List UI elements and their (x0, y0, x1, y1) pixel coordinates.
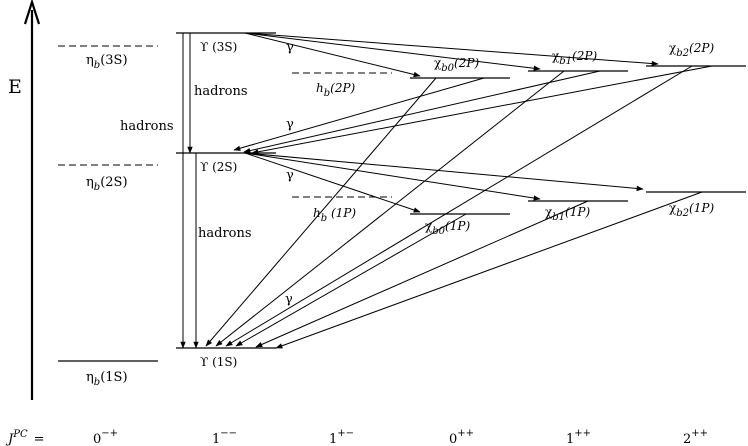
gamma-3s-to-chi-b0-2p (244, 32, 421, 78)
chi-b2-1p-label: χb2(1P) (669, 201, 714, 219)
jpc-value-0-plus-plus: 0++ (449, 428, 474, 446)
eta-b-1s-label: ηb(1S) (86, 370, 128, 388)
gamma-chi-b0-2p-to-2s (233, 77, 485, 151)
eta-b-3s-label: ηb(3S) (86, 53, 128, 71)
jpc-axis-label: JPC= (5, 429, 45, 446)
gamma-label-1p-1s: γ (285, 292, 293, 307)
gamma-chi-b2-1p-to-1s (275, 191, 703, 349)
jpc-value-1-plus-plus: 1++ (566, 428, 591, 446)
gamma-chi-b2-2p-to-1s (225, 65, 693, 347)
h-b-1p-label: hb (1P) (313, 206, 356, 224)
hadrons-label-3s-2s: hadrons (120, 119, 174, 134)
gamma-3s-to-chi-b2-2p (244, 32, 659, 67)
gamma-chi-b0-1p-to-1s (235, 213, 467, 347)
energy-axis-arrowhead (23, 0, 41, 25)
gamma-label-2p-2s: γ (286, 117, 294, 132)
jpc-value-1-minus-minus: 1−− (212, 428, 237, 446)
gamma-chi-b1-2p-to-1s (215, 70, 565, 347)
energy-axis-label: E (8, 76, 22, 98)
gamma-chi-b1-2p-to-2s (243, 70, 601, 154)
gamma-label-3s-2p: γ (286, 40, 294, 55)
chi-b2-2p-label: χb2(2P) (669, 41, 714, 59)
chi-b1-1p-label: χb1(1P) (545, 205, 590, 223)
h-b-2p-label: hb(2P) (316, 81, 356, 99)
gamma-chi-b2-2p-to-2s (251, 65, 713, 155)
eta-b-2s-label: ηb(2S) (86, 175, 128, 193)
chi-b0-1p-label: χb0(1P) (425, 219, 470, 237)
upsilon-3s-label: ϒ (3S) (200, 40, 237, 54)
gamma-2s-to-chi-b2-1p (244, 152, 644, 192)
upsilon-1s-label: ϒ (1S) (200, 355, 237, 369)
jpc-value-1-plus-minus: 1+− (329, 428, 354, 446)
hadrons-label-2s-1s: hadrons (198, 226, 252, 241)
gamma-chi-b0-2p-to-1s (205, 77, 437, 347)
gamma-3s-to-chi-b1-2p (244, 32, 541, 71)
gamma-label-2s-1p: γ (286, 168, 294, 183)
gamma-chi-b1-1p-to-1s (255, 200, 589, 348)
gamma-2s-to-chi-b1-1p (244, 152, 541, 201)
jpc-value-0-minus-plus: 0−+ (93, 428, 118, 446)
jpc-value-2-plus-plus: 2++ (683, 428, 708, 446)
upsilon-2s-label: ϒ (2S) (200, 160, 237, 174)
hadrons-label-3s-1s: hadrons (194, 84, 248, 99)
gamma-2s-to-chi-b0-1p (244, 152, 421, 213)
